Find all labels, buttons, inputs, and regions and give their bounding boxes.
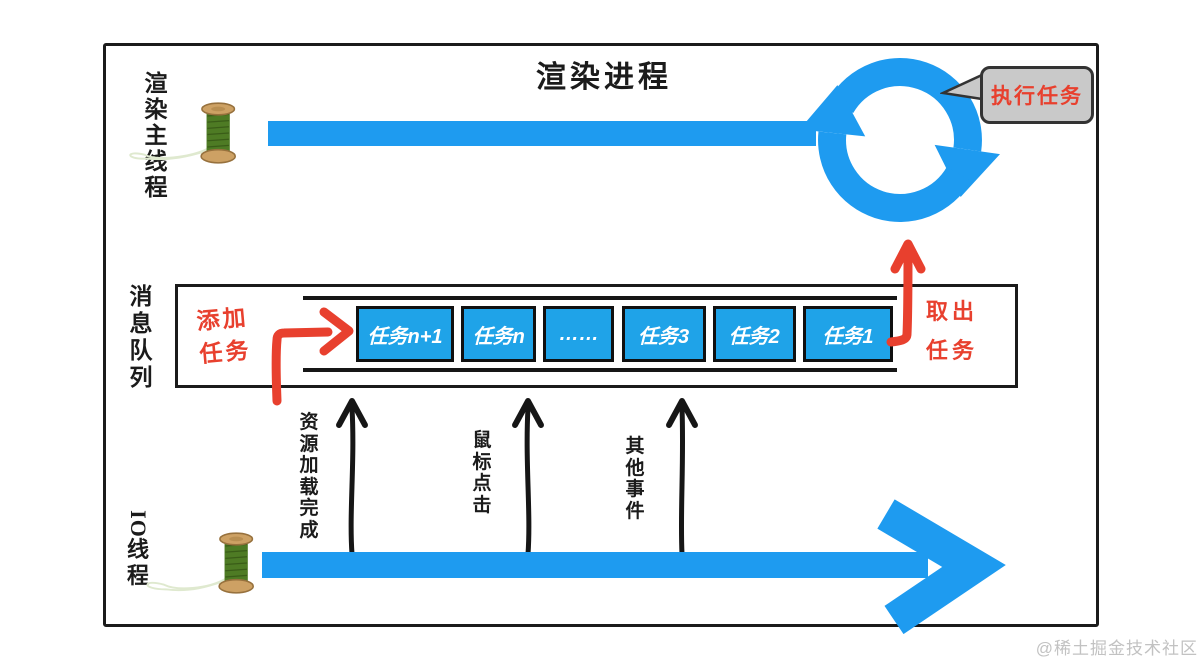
- message-queue-label: 消息队列: [129, 283, 153, 390]
- resource-loaded-arrow: [336, 398, 368, 557]
- io-thread-label-rest: 线程: [126, 537, 149, 588]
- diagram-frame: [103, 43, 1099, 627]
- event-loop-icon: [800, 58, 1000, 222]
- other-events-arrow: [666, 398, 698, 557]
- task-box: 任务1: [802, 306, 893, 362]
- task-queue-row: 任务n+1 任务n …… 任务3 任务2 任务1: [356, 306, 893, 362]
- queue-rail-bottom: [303, 368, 897, 372]
- render-main-thread-arrow: [268, 121, 816, 146]
- add-task-arrow: [271, 307, 354, 406]
- execute-task-bubble: 执行任务: [980, 66, 1094, 124]
- render-main-thread-label: 渲染主线程: [144, 70, 168, 200]
- diagram-title: 渲染进程: [536, 61, 672, 94]
- task-box: 任务n: [461, 306, 537, 362]
- other-events-label: 其他事件: [625, 436, 645, 522]
- mouse-click-arrow: [512, 398, 544, 557]
- thread-spool-icon: [146, 532, 254, 594]
- io-thread-label: IO 线程: [121, 510, 155, 589]
- takeout-task-arrow: [886, 239, 926, 347]
- task-box-ellipsis: ……: [543, 306, 615, 362]
- io-thread-arrow: [262, 499, 1006, 634]
- task-box: 任务2: [712, 306, 796, 362]
- thread-spool-icon: [129, 102, 236, 164]
- queue-rail-top: [303, 296, 897, 300]
- resource-loaded-label: 资源加载完成: [299, 412, 319, 541]
- takeout-task-label: 取出 任务: [926, 299, 979, 363]
- add-task-label: 添加 任务: [195, 303, 253, 368]
- bubble-tail: [940, 73, 984, 101]
- task-box: 任务n+1: [356, 306, 454, 362]
- mouse-click-label: 鼠标点击: [472, 430, 492, 516]
- task-box: 任务3: [621, 306, 706, 362]
- watermark: @稀土掘金技术社区: [1035, 639, 1198, 658]
- execute-task-label: 执行任务: [991, 85, 1083, 108]
